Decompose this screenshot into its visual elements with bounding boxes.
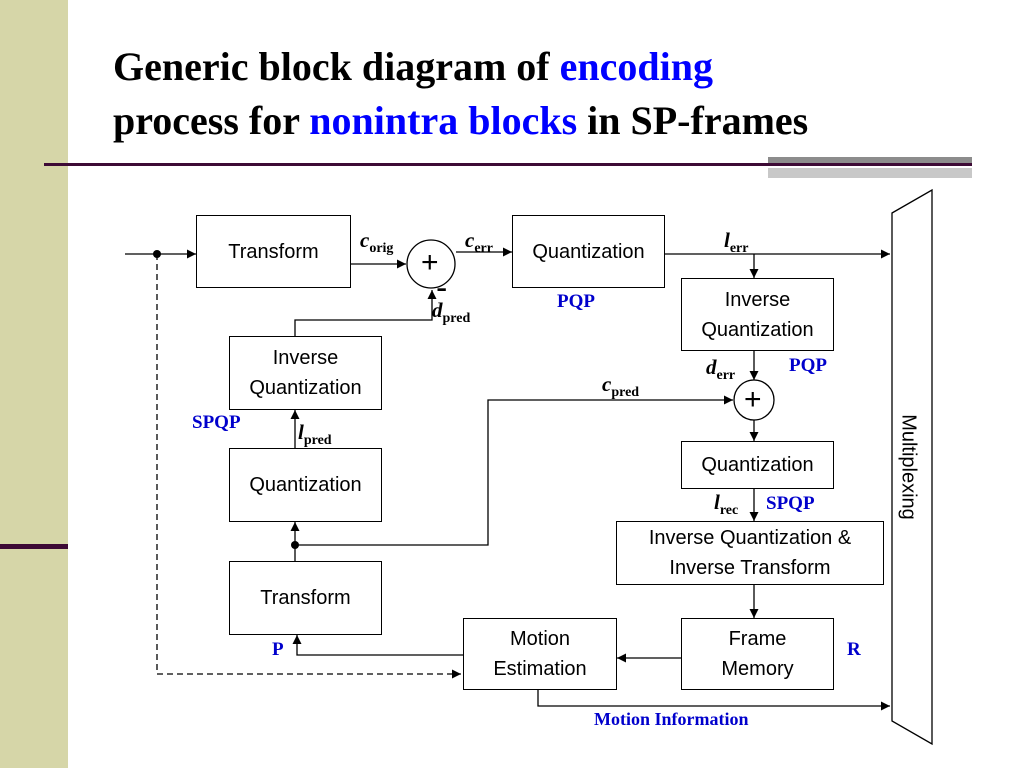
pqp-top-label: PQP	[557, 291, 595, 312]
wire-dashed-feedback	[156, 254, 461, 679]
frame-memory-line2: Memory	[721, 658, 794, 680]
wire-motion-info	[537, 690, 890, 711]
title-highlight-nonintra-blocks: nonintra blocks	[309, 98, 578, 143]
quantization-right-label: Quantization	[701, 454, 814, 476]
sidebar-band	[0, 0, 68, 768]
c-pred-label: cpred	[602, 372, 640, 400]
decor-bar-light	[768, 168, 972, 178]
d-pred-label: dpred	[432, 298, 471, 326]
adder-right-plus: +	[744, 383, 762, 416]
multiplexing-label: Multiplexing	[897, 414, 920, 520]
spqp-left-label: SPQP	[192, 412, 241, 433]
quantization-left-label: Quantization	[249, 474, 362, 496]
sidebar-accent-line	[0, 544, 68, 549]
quantization-block-top: Quantization	[512, 215, 665, 288]
p-label: P	[272, 639, 284, 660]
frame-memory-line1: Frame	[728, 628, 787, 650]
decor-bar-dark	[768, 157, 972, 163]
motion-estimation-line2: Estimation	[493, 658, 587, 680]
spqp-right-label: SPQP	[766, 493, 815, 514]
l-pred-label: lpred	[298, 420, 332, 448]
d-err-label: derr	[706, 355, 736, 383]
quantization-top-label: Quantization	[532, 240, 645, 263]
transform-block-bottom: Transform	[229, 561, 382, 635]
adder-top-minus: -	[436, 269, 448, 307]
adder-top	[406, 239, 456, 289]
transform-bottom-label: Transform	[260, 587, 351, 609]
title-text-1: Generic block diagram of	[113, 44, 560, 89]
quantization-block-left: Quantization	[229, 448, 382, 522]
title-text-2: process for	[113, 98, 310, 143]
multiplexer-shape	[891, 188, 933, 746]
wire-dpred	[294, 290, 437, 336]
l-err-label: lerr	[724, 228, 749, 256]
wire-cpred	[295, 395, 733, 546]
title-text-3: in SP-frames	[577, 98, 809, 143]
transform-block-top: Transform	[196, 215, 351, 288]
junction-input	[153, 250, 161, 258]
motion-information-label: Motion Information	[594, 709, 749, 729]
inv-quant-right-line1: Inverse	[724, 288, 791, 311]
inv-quant-left-line1: Inverse	[272, 347, 339, 369]
c-orig-label: corig	[360, 228, 394, 256]
inv-quant-right-line2: Quantization	[701, 318, 814, 341]
junction-transform	[291, 541, 299, 549]
pqp-right-label: PQP	[789, 355, 827, 376]
transform-top-label: Transform	[228, 240, 319, 263]
l-rec-label: lrec	[714, 490, 739, 518]
invqt-line1: Inverse Quantization &	[648, 527, 852, 549]
invqt-line2: Inverse Transform	[669, 557, 831, 579]
title-rule	[44, 163, 972, 166]
slide-title: Generic block diagram of encoding process…	[113, 40, 993, 148]
adder-right	[733, 379, 775, 421]
inv-quant-left-line2: Quantization	[249, 377, 362, 399]
wire-me-to-transform	[292, 635, 463, 656]
inverse-quantization-transform-block: Inverse Quantization & Inverse Transform	[616, 521, 884, 585]
c-err-label: cerr	[465, 228, 493, 256]
adder-top-plus: +	[421, 246, 439, 279]
r-label: R	[847, 639, 861, 660]
quantization-block-right: Quantization	[681, 441, 834, 489]
title-highlight-encoding: encoding	[559, 44, 713, 89]
motion-estimation-line1: Motion	[509, 628, 571, 650]
